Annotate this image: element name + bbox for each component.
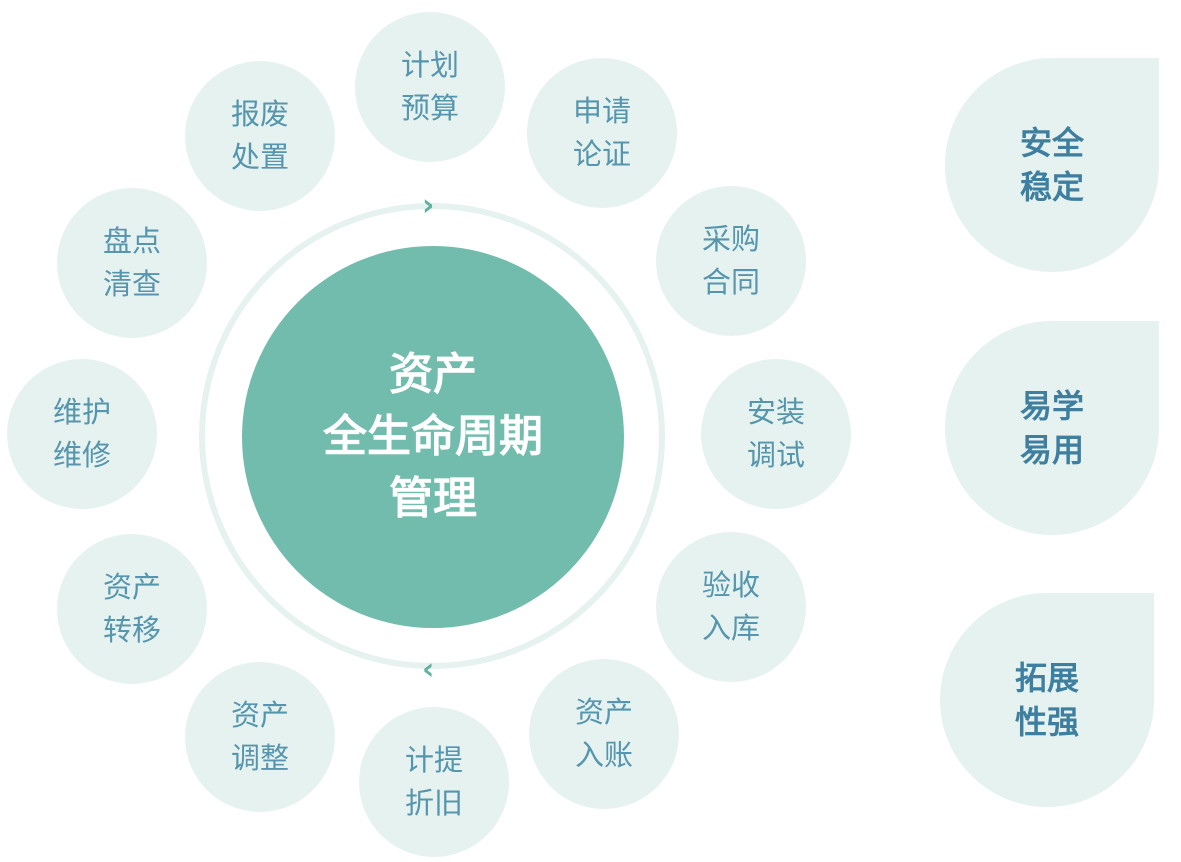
- feature-easy-to-use: 易学 易用: [945, 321, 1159, 535]
- node-maintenance: 维护 维修: [7, 359, 157, 509]
- node-label-line2: 维修: [52, 438, 111, 472]
- node-label-line1: 计提: [404, 743, 463, 777]
- center-circle: 资产 全生命周期 管理: [242, 246, 624, 628]
- chevron-left-icon: ‹: [422, 652, 435, 687]
- node-apply-review: 申请 论证: [527, 58, 677, 208]
- cycle-ring: [199, 203, 665, 669]
- node-label-line1: 安装: [746, 395, 805, 429]
- node-asset-booking: 资产 入账: [529, 659, 679, 809]
- node-label-line2: 入库: [701, 611, 760, 645]
- center-title-line1: 资产: [389, 349, 477, 400]
- node-label-line2: 论证: [572, 137, 631, 171]
- node-label-line1: 验收: [701, 568, 760, 602]
- feature-label-line1: 拓展: [1014, 659, 1079, 697]
- node-acceptance-storage: 验收 入库: [656, 532, 806, 682]
- node-label-line1: 采购: [701, 222, 760, 256]
- node-asset-adjustment: 资产 调整: [185, 662, 335, 812]
- node-label-line1: 申请: [572, 94, 631, 128]
- node-label-line2: 预算: [400, 91, 459, 125]
- node-label-line2: 调试: [746, 438, 805, 472]
- node-label-line2: 合同: [701, 265, 760, 299]
- node-plan-budget: 计划 预算: [355, 12, 505, 162]
- node-label-line1: 资产: [102, 570, 161, 604]
- feature-label-line2: 稳定: [1019, 168, 1084, 206]
- node-label-line2: 清查: [102, 267, 161, 301]
- node-label-line2: 折旧: [404, 786, 463, 820]
- feature-secure-stable: 安全 稳定: [945, 58, 1159, 272]
- node-label-line1: 维护: [52, 395, 111, 429]
- node-depreciation: 计提 折旧: [359, 707, 509, 857]
- node-label-line1: 报废: [230, 97, 289, 131]
- node-purchase-contract: 采购 合同: [656, 186, 806, 336]
- node-install-debug: 安装 调试: [701, 359, 851, 509]
- node-label-line2: 处置: [230, 140, 289, 174]
- node-label-line2: 调整: [230, 741, 289, 775]
- node-scrap-disposal: 报废 处置: [185, 61, 335, 211]
- node-inventory-check: 盘点 清查: [57, 188, 207, 338]
- feature-label-line1: 易学: [1019, 387, 1084, 425]
- center-title-line3: 管理: [389, 473, 477, 524]
- chevron-right-icon: ›: [422, 188, 435, 223]
- feature-label-line2: 性强: [1014, 703, 1079, 741]
- node-asset-transfer: 资产 转移: [57, 534, 207, 684]
- feature-extensible: 拓展 性强: [940, 593, 1154, 807]
- node-label-line2: 入账: [574, 738, 633, 772]
- center-title-line2: 全生命周期: [323, 411, 543, 462]
- node-label-line2: 转移: [102, 613, 161, 647]
- node-label-line1: 资产: [574, 695, 633, 729]
- node-label-line1: 资产: [230, 698, 289, 732]
- node-label-line1: 盘点: [102, 224, 161, 258]
- feature-label-line1: 安全: [1019, 124, 1084, 162]
- node-label-line1: 计划: [400, 48, 459, 82]
- feature-label-line2: 易用: [1019, 431, 1084, 469]
